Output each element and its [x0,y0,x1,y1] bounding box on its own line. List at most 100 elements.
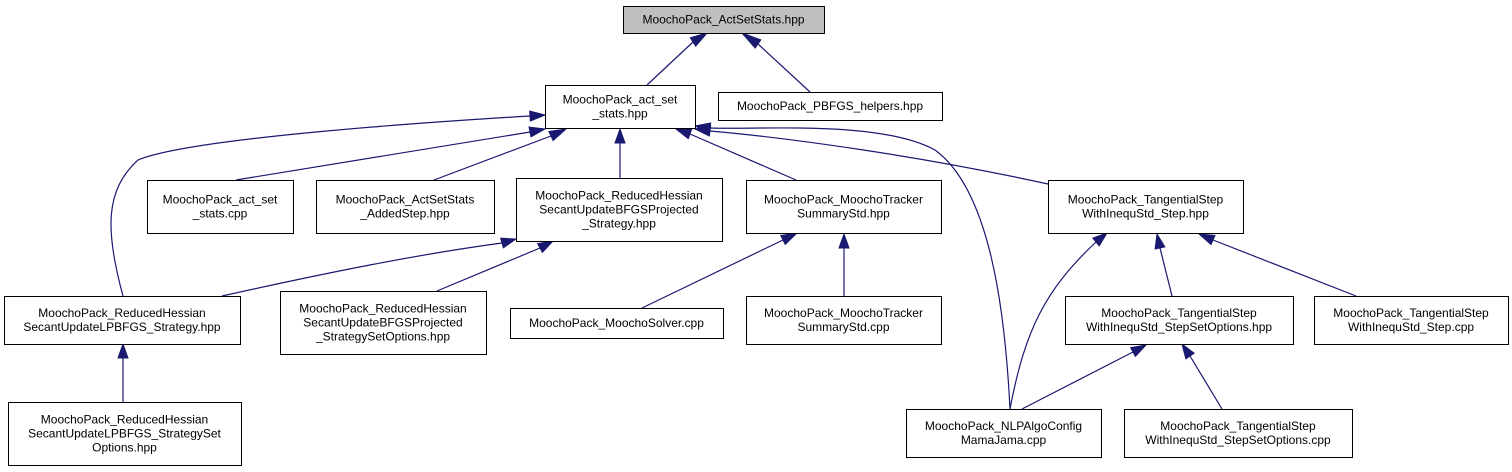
node-label-line: MoochoPack_act_set [563,93,678,107]
arrowhead [1129,344,1148,358]
edge-tangential_setopts_hpp-to-tangential_step_hpp [1154,232,1173,297]
node-label-line: MoochoPack_ReducedHessian [535,189,702,203]
node-box[interactable] [545,85,696,129]
node-act_set_stats_hpp[interactable]: MoochoPack_act_set_stats.hpp [545,85,696,129]
node-tangential_step_hpp[interactable]: MoochoPack_TangentialStepWithInequStd_St… [1048,180,1244,234]
arrowhead [693,122,712,134]
node-label-line: WithInequStd_Step.cpp [1348,320,1474,334]
arrowhead [499,237,518,249]
node-act_set_stats_cpp[interactable]: MoochoPack_act_set_stats.cpp [147,180,294,234]
node-box[interactable] [1314,296,1509,345]
node-box[interactable] [316,180,495,234]
node-box[interactable] [906,409,1102,458]
arrowhead [1154,232,1166,250]
node-box[interactable] [1124,409,1353,458]
node-box[interactable] [746,296,942,345]
node-box[interactable] [4,296,241,345]
edge-line [221,242,503,297]
arrowhead [528,126,547,138]
edge-tracker_summary_cpp-to-tracker_summary_hpp [838,232,850,296]
edge-moocho_solver-to-tracker_summary_hpp [641,232,799,309]
node-label-line: WithInequStd_Step.hpp [1082,207,1209,221]
node-label-line: WithInequStd_StepSetOptions.hpp [1086,320,1272,334]
arrowhead [529,110,547,122]
node-box[interactable] [516,178,723,242]
node-label-line: Options.hpp [92,441,157,455]
node-label-line: MamaJama.cpp [961,433,1047,447]
node-label-line: MoochoPack_ReducedHessian [299,302,466,316]
node-rh_lpbfgs_setopts[interactable]: MoochoPack_ReducedHessianSecantUpdateLPB… [8,402,242,466]
edge-tangential_setopts_cpp-to-tangential_setopts_hpp [1181,342,1223,410]
node-rh_bfgs_projected[interactable]: MoochoPack_ReducedHessianSecantUpdateBFG… [516,178,723,242]
node-box[interactable] [510,308,724,339]
edge-line [1159,247,1173,297]
node-box[interactable] [8,402,242,466]
edge-line [757,43,811,93]
node-label-line: MoochoPack_MoochoSolver.cpp [529,316,704,330]
edge-line [110,115,531,297]
node-box[interactable] [1048,180,1244,234]
edge-line [1021,351,1134,410]
edge-line [709,127,1011,410]
edge-line [641,239,784,309]
node-rh_bfgs_projected_setopts[interactable]: MoochoPack_ReducedHessianSecantUpdateBFG… [280,291,487,355]
node-moocho_solver[interactable]: MoochoPack_MoochoSolver.cpp [510,308,724,339]
node-tangential_setopts_cpp[interactable]: MoochoPack_TangentialStepWithInequStd_St… [1124,409,1353,458]
edge-line [433,135,552,181]
edge-pbfgs_helpers-to-root [741,32,811,93]
node-box[interactable] [1065,296,1294,345]
node-label-line: _StrategySetOptions.hpp [315,330,450,344]
arrowhead [1181,342,1196,360]
edge-line [709,130,1049,185]
edges-layer [110,32,1357,410]
arrowhead [1197,233,1216,246]
node-box[interactable] [718,92,943,121]
node-label-line: MoochoPack_MoochoTracker [764,193,923,207]
node-box[interactable] [623,6,825,34]
arrowhead [741,32,762,49]
node-box[interactable] [147,180,294,234]
edge-line [1212,239,1357,297]
node-label-line: WithInequStd_StepSetOptions.cpp [1145,433,1331,447]
node-rh_lpbfgs_strategy[interactable]: MoochoPack_ReducedHessianSecantUpdateLPB… [4,296,241,345]
edge-nlp_algo_config-to-tangential_setopts_hpp [1021,344,1148,410]
edge-line [235,131,531,181]
edge-act_set_stats_hpp-to-root [646,32,709,86]
arrowhead [689,32,709,48]
edge-nlp_algo_config-to-tangential_step_hpp [1009,232,1109,410]
edge-line [646,41,694,86]
arrowhead [548,128,568,142]
node-label-line: MoochoPack_TangentialStep [1101,306,1257,320]
node-label-line: MoochoPack_ReducedHessian [38,306,205,320]
edge-rh_lpbfgs_strategy-to-act_set_stats_hpp [110,110,547,297]
node-box[interactable] [280,291,487,355]
edge-act_set_stats_cpp-to-act_set_stats_hpp [235,126,547,181]
node-label-line: MoochoPack_MoochoTracker [764,306,923,320]
node-label-line: SecantUpdateBFGSProjected [539,203,698,217]
node-label-line: MoochoPack_ActSetStats [336,193,475,207]
node-pbfgs_helpers[interactable]: MoochoPack_PBFGS_helpers.hpp [718,92,943,121]
node-label-line: MoochoPack_ReducedHessian [41,413,208,427]
node-label-line: _AddedStep.hpp [359,207,450,221]
node-label-line: MoochoPack_PBFGS_helpers.hpp [737,99,923,113]
arrowhead [614,127,626,144]
node-tangential_setopts_hpp[interactable]: MoochoPack_TangentialStepWithInequStd_St… [1065,296,1294,345]
edge-rh_lpbfgs_setopts-to-rh_lpbfgs_strategy [117,342,129,402]
edge-rh_bfgs_projected-to-act_set_stats_hpp [614,127,626,178]
node-label-line: SecantUpdateLPBFGS_StrategySet [28,427,221,441]
node-actsetstats_addedstep[interactable]: MoochoPack_ActSetStats_AddedStep.hpp [316,180,495,234]
edge-tracker_summary_hpp-to-act_set_stats_hpp [674,128,797,181]
node-label-line: SummaryStd.cpp [797,320,889,334]
node-label-line: SecantUpdateLPBFGS_Strategy.hpp [23,320,221,334]
node-tangential_step_cpp[interactable]: MoochoPack_TangentialStepWithInequStd_St… [1314,296,1509,345]
edge-nlp_algo_config-to-act_set_stats_hpp [693,122,1011,410]
edge-line [436,247,541,292]
node-label-line: MoochoPack_TangentialStep [1068,193,1224,207]
node-root[interactable]: MoochoPack_ActSetStats.hpp [623,6,825,34]
arrowhead [838,232,850,249]
node-box[interactable] [746,180,942,234]
